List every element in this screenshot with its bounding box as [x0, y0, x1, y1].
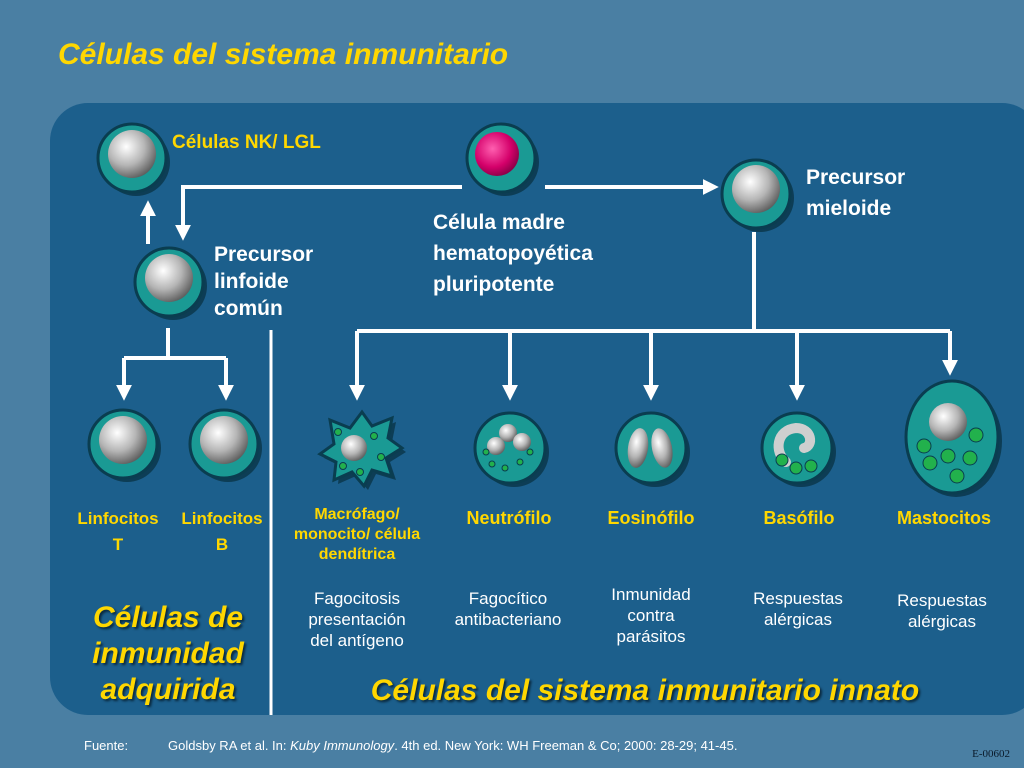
mast-cell-function: Respuestas alérgicas — [874, 590, 1010, 632]
function-line: Respuestas — [897, 591, 987, 610]
slide-code: E-00602 — [972, 748, 1010, 760]
adaptive-label-line: Células de — [92, 601, 244, 634]
citation-authors: Goldsby RA et al. In: — [168, 738, 291, 753]
macrophage-label-line: Macrófago/ — [314, 506, 400, 523]
myeloid-label-line: mieloide — [806, 197, 892, 220]
function-line: contra — [627, 606, 675, 625]
lymphoid-precursor-icon — [133, 246, 207, 320]
diagram-panel — [50, 103, 1024, 715]
stem-cell-icon — [465, 122, 539, 196]
neutrophil-function: Fagocítico antibacteriano — [434, 588, 582, 630]
myeloid-label-line: Precursor — [806, 166, 906, 189]
myeloid-precursor-label: Precursor mieloide — [806, 162, 905, 224]
arrow-to-lymphoid — [175, 185, 462, 241]
function-line: del antígeno — [310, 631, 404, 650]
eosinophil-function: Inmunidad contra parásitos — [586, 584, 716, 647]
stem-label-line: Célula madre — [433, 211, 565, 234]
function-line: Fagocítico — [468, 589, 548, 608]
function-line: Inmunidad — [611, 585, 691, 604]
t-label-line: T — [112, 535, 124, 554]
lymphoid-label-line: linfoide — [214, 270, 289, 293]
lymphoid-label-line: común — [214, 297, 283, 320]
macrophage-label: Macrófago/ monocito/ célula dendítrica — [276, 505, 438, 565]
page-title: Células del sistema inmunitario — [58, 38, 509, 71]
eosinophil-label: Eosinófilo — [607, 508, 695, 528]
t-lymphocyte-label: Linfocitos T — [68, 506, 168, 558]
function-line: presentación — [308, 610, 406, 629]
source-label: Fuente: — [84, 738, 129, 753]
mast-cell-label: Mastocitos — [896, 508, 992, 528]
stem-label-line: pluripotente — [433, 273, 555, 296]
mast-cell-icon — [904, 379, 1002, 497]
basophil-icon — [760, 411, 836, 487]
macrophage-label-line: dendítrica — [318, 546, 396, 563]
neutrophil-label: Neutrófilo — [466, 508, 552, 528]
t-label-line: Linfocitos — [77, 509, 159, 528]
b-lymphocyte-icon — [188, 408, 262, 482]
neutrophil-icon — [473, 411, 549, 487]
myeloid-precursor-icon — [720, 158, 794, 232]
stem-label-line: hematopoyética — [433, 242, 593, 265]
innate-group-label: Células del sistema inmunitario innato — [370, 674, 920, 707]
lymphoid-label-line: Precursor — [214, 243, 314, 266]
basophil-label: Basófilo — [763, 508, 835, 528]
lymphoid-precursor-label: Precursor linfoide común — [214, 241, 313, 322]
macrophage-function: Fagocitosis presentación del antígeno — [282, 588, 432, 651]
b-label-line: Linfocitos — [181, 509, 263, 528]
macrophage-icon — [317, 409, 406, 490]
function-line: parásitos — [616, 627, 686, 646]
function-line: alérgicas — [763, 610, 833, 629]
function-line: alérgicas — [907, 612, 977, 631]
adaptive-label-line: inmunidad — [92, 637, 244, 670]
adaptive-label-line: adquirida — [100, 673, 236, 706]
citation-details: . 4th ed. New York: WH Freeman & Co; 200… — [394, 738, 738, 753]
eosinophil-icon — [614, 411, 690, 487]
stem-cell-label: Célula madre hematopoyética pluripotente — [433, 207, 593, 300]
source-citation: Fuente: Goldsby RA et al. In: Kuby Immuno… — [84, 738, 737, 753]
t-lymphocyte-icon — [87, 408, 161, 482]
citation-book: Kuby Immunology — [290, 738, 395, 753]
function-line: Fagocitosis — [314, 589, 400, 608]
b-label-line: B — [215, 535, 229, 554]
nk-cell-icon — [96, 122, 170, 196]
lineage-connectors — [116, 179, 958, 401]
function-line: Respuestas — [753, 589, 843, 608]
nk-cell-label: Células NK/ LGL — [172, 132, 321, 153]
adaptive-group-label: Células de inmunidad adquirida — [68, 600, 268, 708]
macrophage-label-line: monocito/ célula — [293, 526, 421, 543]
basophil-function: Respuestas alérgicas — [730, 588, 866, 630]
b-lymphocyte-label: Linfocitos B — [172, 506, 272, 558]
function-line: antibacteriano — [454, 610, 562, 629]
